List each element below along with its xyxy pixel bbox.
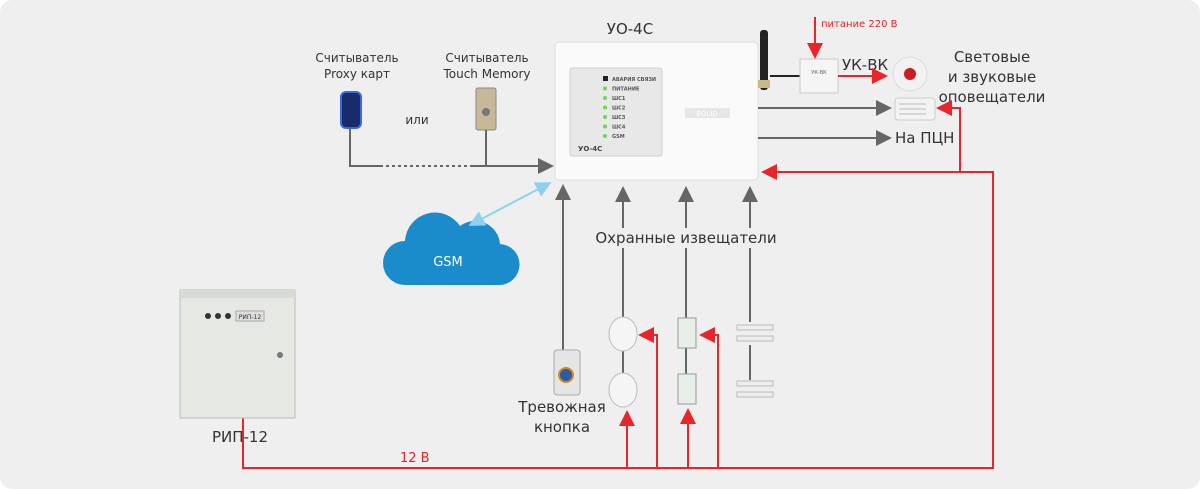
indicator-label: ШС3: [612, 115, 626, 121]
indicator-label: GSM: [612, 134, 625, 140]
indicator-label: ШС1: [612, 96, 626, 102]
or-label: или: [405, 113, 428, 127]
proxy-line: [349, 128, 380, 167]
gsm-label: GSM: [433, 255, 463, 270]
gsm-cloud-icon: [383, 212, 520, 286]
pcn-label: На ПЦН: [895, 129, 954, 147]
indicator-label: ПИТАНИЕ: [612, 87, 640, 93]
gsm-link: [468, 182, 552, 226]
voltage-label: 12 В: [400, 451, 430, 466]
power-label: питание 220 В: [821, 19, 898, 30]
ukvk-label: УК-ВК: [842, 56, 888, 74]
psu-rip12: РИП-12: [179, 289, 296, 419]
detectors-label: Охранные извещатели: [595, 229, 776, 247]
brand-logo: BOLID: [696, 110, 718, 118]
light-siren-icon: [892, 56, 928, 92]
reed-switch-icon: [736, 324, 774, 398]
indicator-label: ШС2: [612, 106, 626, 112]
ukvk-box-label: УК-ВК: [811, 70, 827, 76]
panic-button-icon: [553, 349, 581, 396]
led-icon: [603, 115, 607, 119]
led-icon: [603, 86, 607, 91]
uo4c-device: BOLID АВАРИЯ СВЯЗИ ПИТАНИЕ ШС1ШС2ШС3ШС4GSM…: [554, 41, 759, 181]
motion-detector-icon: [608, 316, 638, 408]
psu-label: РИП-12: [212, 428, 268, 446]
antenna-icon: [758, 30, 770, 90]
touch-memory-reader-icon: [475, 87, 497, 131]
magnetic-contact-icon: [677, 317, 697, 405]
led-icon: [603, 124, 607, 129]
indicator-label: АВАРИЯ СВЯЗИ: [612, 77, 656, 83]
led-icon: [603, 96, 607, 100]
led-icon: [603, 76, 608, 81]
led-icon: [603, 105, 607, 110]
panel-label: УО-4С: [578, 145, 602, 153]
indicator-label: ШС4: [612, 125, 626, 131]
proxy-reader-icon: [340, 91, 362, 129]
power-wiring: [242, 100, 994, 469]
ukvk-module: [799, 58, 839, 94]
svg-text:РИП-12: РИП-12: [239, 314, 262, 321]
device-title: УО-4С: [607, 20, 653, 38]
led-icon: [603, 134, 607, 138]
sound-siren-icon: [894, 97, 936, 121]
